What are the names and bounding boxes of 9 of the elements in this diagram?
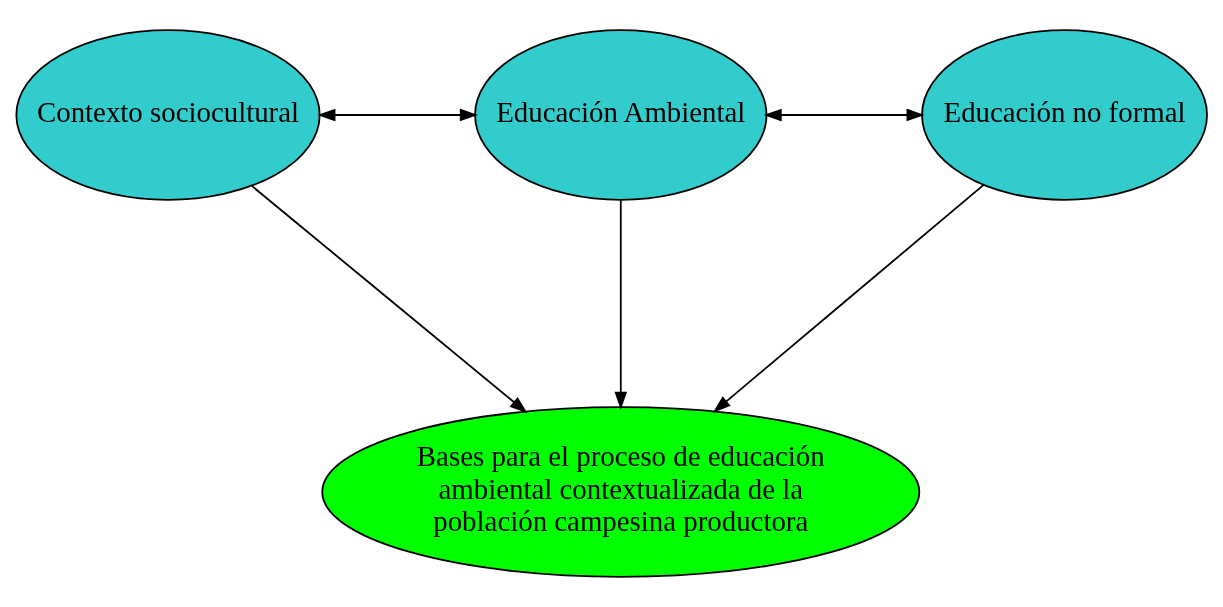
node-ellipse: Contexto sociocultural xyxy=(15,29,321,201)
node-ellipse: Educación Ambiental xyxy=(474,29,768,201)
arrow xyxy=(317,108,478,122)
node-ellipse: Bases para el proceso de educación ambiental contextualizada de la población campesina productora xyxy=(321,406,921,578)
arrow xyxy=(614,199,628,410)
arrow xyxy=(251,185,528,414)
node-ellipse: Educación no formal xyxy=(921,29,1208,201)
arrow xyxy=(712,183,985,413)
arrow xyxy=(763,108,925,122)
